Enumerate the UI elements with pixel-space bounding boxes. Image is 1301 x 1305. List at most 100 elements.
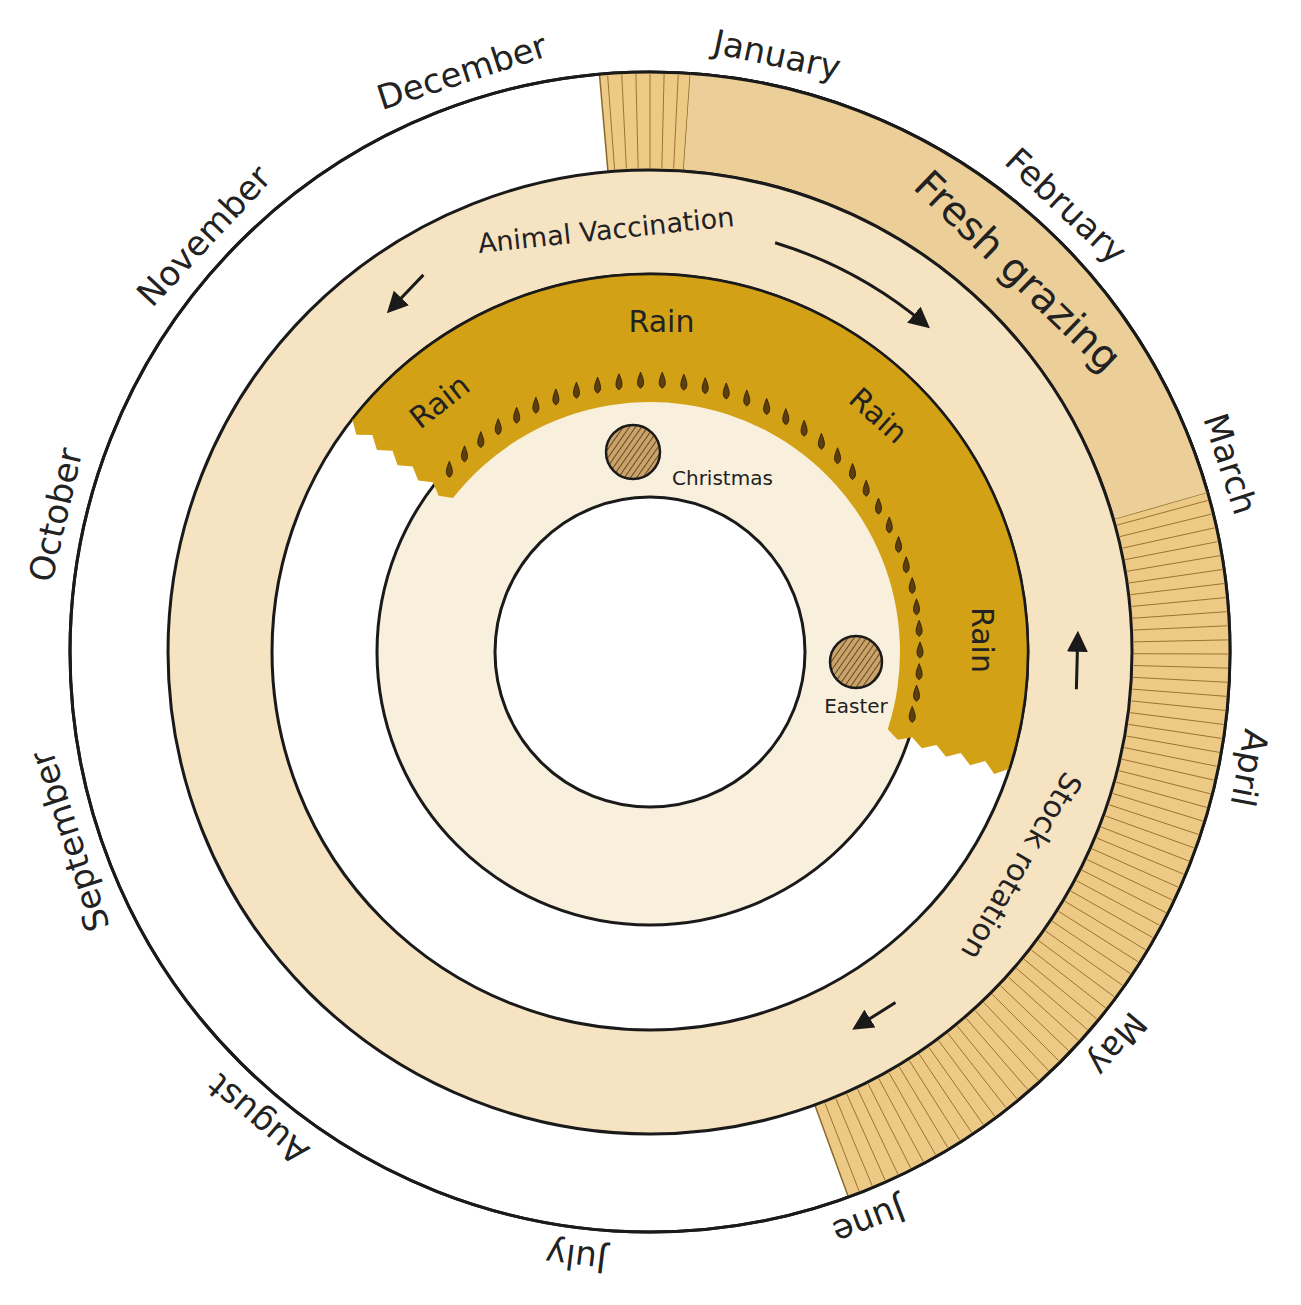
hatch-stroke [1109, 805, 1198, 835]
raindrop [446, 461, 452, 477]
hatch-stroke [1133, 677, 1227, 682]
hatch-stroke [1130, 713, 1223, 725]
direction-arrow [1076, 637, 1077, 689]
hatch-stroke [992, 994, 1058, 1060]
raindrop [863, 480, 869, 496]
hatch-stroke [1134, 653, 1228, 654]
month-label: April [1222, 726, 1275, 810]
month-label: May [1080, 1005, 1155, 1084]
raindrop [461, 446, 467, 462]
rain-fill [352, 274, 1028, 774]
easter-marker: Easter [821, 632, 891, 721]
month-ring [70, 72, 1230, 1232]
raindrop [913, 599, 919, 615]
raindrop [913, 685, 919, 701]
christmas-marker: Christmas [602, 421, 776, 493]
hatch-stroke [608, 76, 615, 170]
hatch-stroke [984, 1003, 1049, 1071]
band-edge [352, 274, 1028, 769]
month-label: June [827, 1190, 910, 1253]
direction-arrow [858, 1003, 896, 1027]
raindrop [744, 390, 750, 406]
raindrop [801, 420, 807, 436]
ring-fill [220, 222, 1080, 1082]
raindrop [553, 389, 559, 405]
hatch-stroke [1127, 736, 1220, 752]
month-label: March [1196, 408, 1265, 519]
hatch-stroke [1101, 827, 1189, 861]
hatch-stroke [836, 1099, 872, 1186]
raindrop [818, 433, 824, 449]
hatch-stroke [1116, 782, 1207, 807]
hatch-stroke [939, 1041, 995, 1116]
centre-circle [495, 497, 805, 807]
hatch-stroke [948, 1033, 1006, 1107]
hatch-stroke [1134, 640, 1228, 642]
raindrop [533, 397, 539, 413]
hatch-stroke [1129, 724, 1222, 738]
hatched-season-band [599, 72, 690, 172]
direction-arrow [391, 275, 423, 309]
raindrop [849, 463, 855, 479]
hatch-stroke [909, 1061, 959, 1140]
hatch-stroke [1122, 759, 1214, 780]
hatch-stroke [975, 1011, 1038, 1081]
hatch-stroke [929, 1048, 983, 1125]
hatch-stroke [674, 75, 679, 169]
raindrop [723, 383, 729, 399]
hatch-stroke [1131, 584, 1224, 595]
raindrop [909, 706, 915, 722]
hatch-stroke [1046, 931, 1123, 985]
hatch-stroke [1124, 748, 1216, 767]
month-label: December [372, 26, 552, 118]
raindrop [875, 498, 881, 514]
hatch-stroke [1134, 626, 1228, 630]
hatch-stroke [1113, 794, 1203, 821]
raindrop [916, 664, 922, 680]
hatch-stroke [1132, 598, 1226, 607]
hatch-stroke [1134, 666, 1228, 669]
hatch-stroke [1071, 891, 1153, 937]
raindrop [783, 409, 789, 425]
month-label: August [200, 1066, 316, 1172]
raindrop [916, 620, 922, 636]
hatch-stroke [1125, 542, 1217, 560]
raindrop [616, 374, 622, 390]
hatch-stroke [1077, 881, 1160, 925]
hatch-stroke [1097, 838, 1184, 874]
hatch-stroke [662, 74, 664, 168]
raindrop [573, 382, 579, 398]
hatch-stroke [1132, 701, 1226, 711]
rain-label: Rain [965, 607, 1000, 673]
hatch-stroke [825, 1103, 859, 1191]
hatch-stroke [1024, 959, 1097, 1019]
holiday-dot [606, 425, 660, 479]
raindrop [895, 537, 901, 553]
hatch-stroke [1105, 816, 1193, 848]
raindrop [917, 642, 923, 658]
raindrop [681, 374, 687, 390]
hatch-stroke [1016, 968, 1087, 1029]
hatch-stroke [1065, 901, 1146, 949]
raindrop [514, 407, 520, 423]
month-label: October [21, 444, 90, 585]
hatch-stroke [889, 1073, 935, 1155]
hatch-stroke [847, 1094, 885, 1180]
raindrop [478, 432, 484, 448]
hatch-stroke [1133, 689, 1227, 696]
inner-ring [436, 438, 864, 866]
rain-band: RainRainRainRain [336, 270, 1032, 792]
hatch-stroke [650, 74, 651, 168]
hatch-stroke [899, 1067, 947, 1148]
month-label: November [129, 158, 278, 314]
rain-label: Rain [629, 305, 695, 340]
hatch-stroke [636, 74, 638, 168]
outer-circle [70, 72, 1230, 1232]
hatch-stroke [1133, 612, 1227, 619]
hatch-stroke [622, 75, 627, 169]
hatch-stroke [1127, 556, 1220, 572]
hatch-stroke [1001, 986, 1069, 1051]
hatch-stroke [1052, 921, 1130, 973]
rain-band-shape [336, 270, 1032, 792]
hatch-stroke [919, 1054, 971, 1132]
